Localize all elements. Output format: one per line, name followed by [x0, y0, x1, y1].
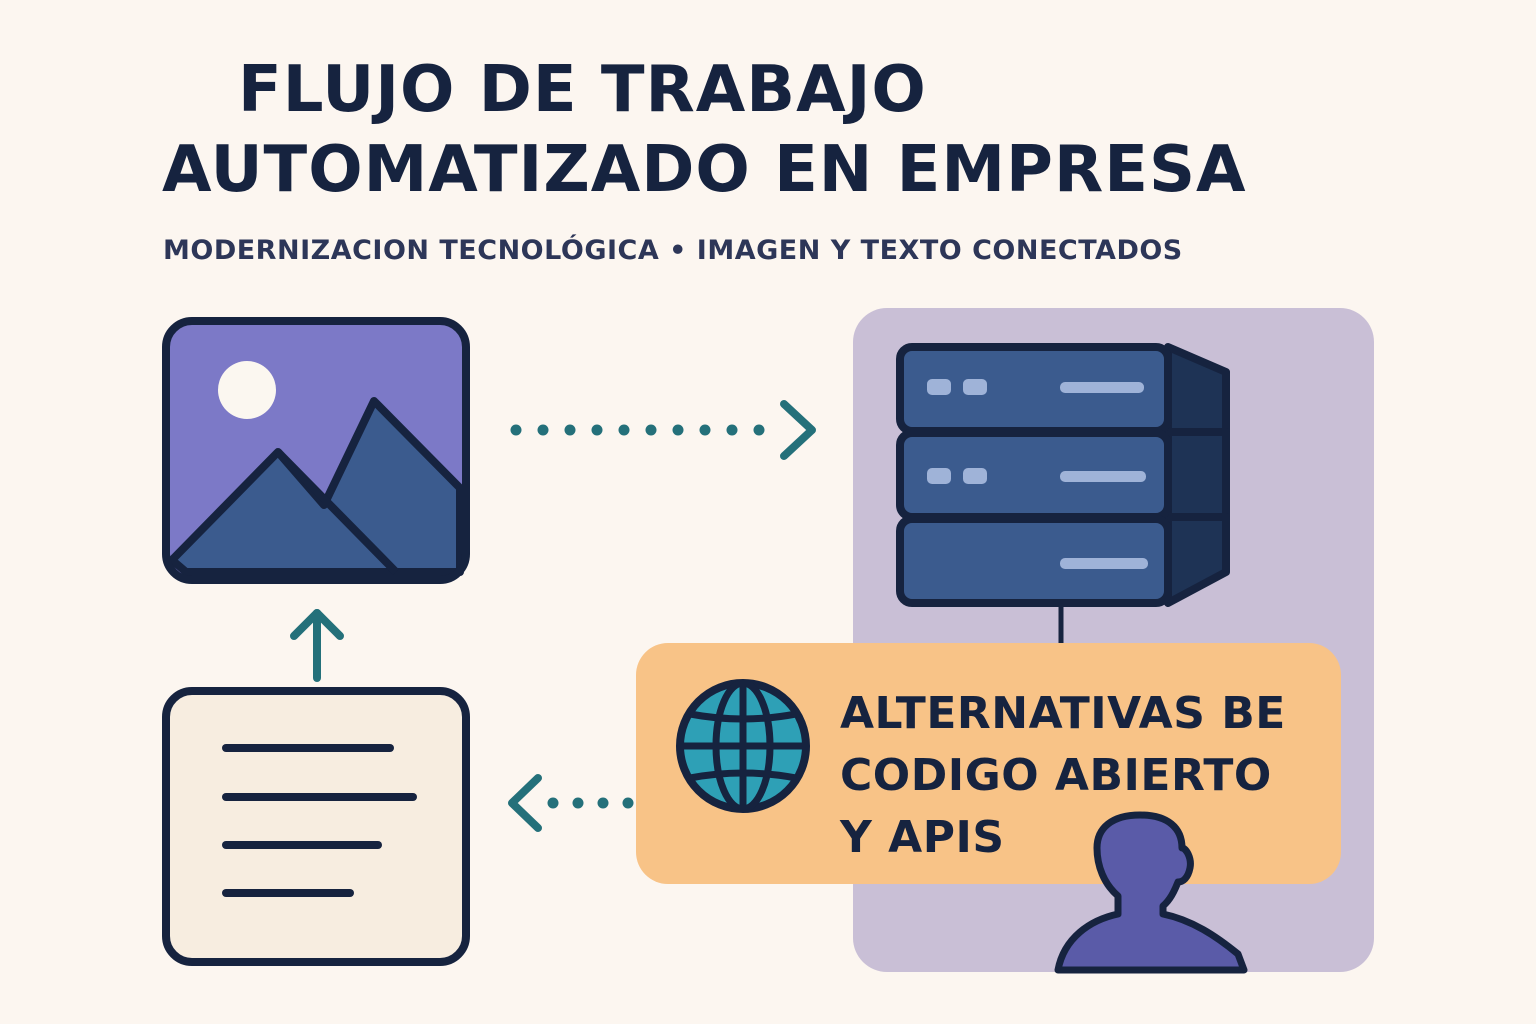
arrow-callout-to-document: [508, 774, 634, 832]
server-indicators: [927, 379, 1148, 569]
arrow-document-to-image: [290, 609, 344, 682]
page-subtitle: MODERNIZACION TECNOLÓGICA • IMAGEN Y TEX…: [163, 235, 1183, 266]
server-icon: [896, 343, 1230, 607]
arrow-image-to-server: [510, 400, 816, 460]
image-icon: [162, 317, 470, 584]
page-title-line-1: FLUJO DE TRABAJO: [238, 53, 927, 127]
page-title-line-2: AUTOMATIZADO EN EMPRESA: [162, 133, 1247, 207]
callout-label: ALTERNATIVAS BE CODIGO ABIERTO Y APIS: [840, 688, 1286, 863]
document-icon: [162, 687, 470, 966]
